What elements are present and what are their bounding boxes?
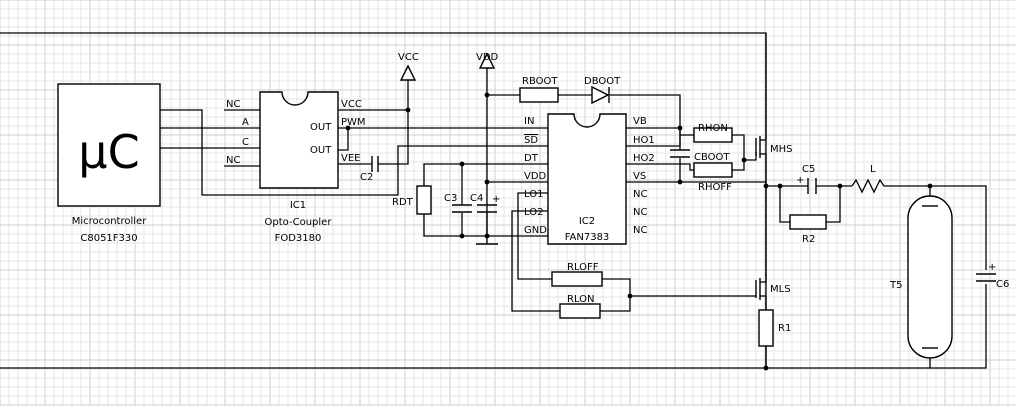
l-label: L <box>870 164 876 175</box>
c5-label: C5 <box>802 164 815 175</box>
ic1-pin-vee: VEE <box>341 153 360 164</box>
ic2-pin-nc2: NC <box>633 207 647 218</box>
mhs-label: MHS <box>770 144 793 155</box>
ic2-pin-nc3: NC <box>633 225 647 236</box>
vdd-label: VDD <box>476 52 499 63</box>
r2-label: R2 <box>802 234 815 245</box>
c4-plus: + <box>492 194 500 205</box>
resistor-rhoff: RHOFF <box>693 162 733 193</box>
wire-dt <box>423 163 548 186</box>
ic2-pin-nc1: NC <box>633 189 647 200</box>
ic1-pin-out1: OUT <box>310 122 332 133</box>
resistor-r2: R2 <box>789 214 827 245</box>
lamp-t5: T5 <box>889 195 953 359</box>
ic1-pwm-label: PWM <box>341 117 366 128</box>
wire-out2 <box>338 128 349 151</box>
wire-c5-left <box>766 185 790 223</box>
mcu-part: C8051F330 <box>80 233 137 244</box>
wire-dboot-vb <box>610 94 681 129</box>
rboot-label: RBOOT <box>522 76 558 87</box>
mcu-symbol: µC <box>78 125 139 179</box>
ic2-pin-vb: VB <box>633 116 647 127</box>
mosfet-mhs: MHS <box>755 33 793 182</box>
ic2-driver: IN SD DT VDD LO1 LO2 GND VB HO1 HO2 VS N… <box>524 113 655 245</box>
ic1-pin-nc1: NC <box>226 99 240 110</box>
rhon-label: RHON <box>698 123 728 134</box>
vcc-label: VCC <box>398 52 419 63</box>
ic2-pin-lo2: LO2 <box>524 207 543 218</box>
capacitor-c6: C6 + <box>976 262 1009 290</box>
cboot-label: CBOOT <box>694 152 730 163</box>
wire-rhoff-gate <box>732 160 745 171</box>
ic1-opto-coupler: NC A C NC VCC OUT OUT VEE PWM IC1 Opto-C… <box>226 91 366 244</box>
wire-c2-vcc <box>384 110 409 165</box>
ic2-pin-vdd: VDD <box>524 171 547 182</box>
capacitor-cboot: CBOOT <box>670 149 730 163</box>
ic2-pin-in: IN <box>524 116 534 127</box>
wire-c6-bottom <box>929 284 987 369</box>
mcu-name: Microcontroller <box>72 216 148 227</box>
ic2-pin-sd: SD <box>524 135 538 146</box>
capacitor-c4: C4 + <box>470 193 500 213</box>
rdt-label: RDT <box>392 197 414 208</box>
wire-rloff-gate <box>602 278 756 297</box>
ic1-pin-c: C <box>242 137 249 148</box>
c6-label: C6 <box>996 279 1009 290</box>
junctions <box>345 92 933 371</box>
inductor-l: L <box>851 164 888 194</box>
ic1-pin-vcc: VCC <box>341 99 362 110</box>
c6-plus: + <box>988 262 996 273</box>
vdd-rail: VDD <box>476 52 499 69</box>
ic2-pin-ho2: HO2 <box>633 153 655 164</box>
rhoff-label: RHOFF <box>698 182 732 193</box>
resistor-rboot: RBOOT <box>519 76 559 103</box>
c3-label: C3 <box>444 193 457 204</box>
capacitor-c5: C5 + <box>796 164 817 194</box>
wire-mcu-sd <box>160 109 548 196</box>
wire-rlon-gate <box>600 296 631 312</box>
ic2-pin-vs: VS <box>633 171 646 182</box>
diode-dboot: DBOOT <box>584 76 621 105</box>
r1-label: R1 <box>778 323 791 334</box>
wire-lamp-c6-top <box>930 185 987 270</box>
wire-lo1 <box>517 192 552 280</box>
resistor-rloff: RLOFF <box>551 262 603 287</box>
ic1-pin-a: A <box>242 117 249 128</box>
c2-label: C2 <box>360 172 373 183</box>
c5-plus: + <box>796 175 804 186</box>
resistor-rdt: RDT <box>392 185 432 215</box>
capacitor-c2: C2 <box>360 156 384 183</box>
c4-label: C4 <box>470 193 483 204</box>
mosfet-mls: MLS <box>755 182 791 300</box>
ic2-pin-lo1: LO1 <box>524 189 543 200</box>
t5-label: T5 <box>889 280 902 291</box>
resistor-rlon: RLON <box>559 294 601 319</box>
ic2-pin-gnd: GND <box>524 225 547 236</box>
resistor-r1: R1 <box>758 309 791 347</box>
ic1-part: FOD3180 <box>275 233 322 244</box>
ic1-ref: IC1 <box>290 200 306 211</box>
dboot-label: DBOOT <box>584 76 621 87</box>
wire-rdt-gnd <box>423 214 548 237</box>
ic2-part: FAN7383 <box>565 232 610 243</box>
wire-ho2 <box>626 163 694 171</box>
ic2-pin-ho1: HO1 <box>633 135 655 146</box>
resistor-rhon: RHON <box>693 123 733 143</box>
capacitor-c3: C3 <box>444 193 472 213</box>
wire-r2-right <box>826 186 841 223</box>
microcontroller: µC Microcontroller C8051F330 <box>57 83 161 244</box>
wire-rhon-gate <box>732 134 757 161</box>
rlon-label: RLON <box>567 294 595 305</box>
vcc-rail: VCC <box>398 52 419 81</box>
ic1-pin-out2: OUT <box>310 145 332 156</box>
ic1-pin-nc2: NC <box>226 155 240 166</box>
ic2-ref: IC2 <box>579 216 595 227</box>
wire-lo2 <box>511 210 560 312</box>
rloff-label: RLOFF <box>567 262 599 273</box>
ic1-name: Opto-Coupler <box>265 217 333 228</box>
mls-label: MLS <box>770 284 791 295</box>
ic2-pin-dt: DT <box>524 153 539 164</box>
